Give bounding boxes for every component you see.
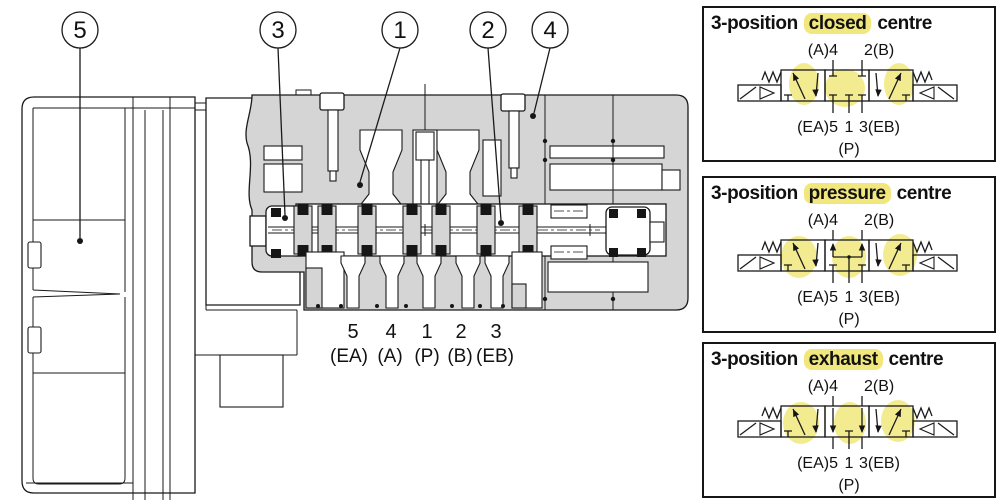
pilot-triangle-icon bbox=[759, 86, 776, 100]
callout-balloon-5: 5 bbox=[61, 11, 99, 49]
highlighted-word: pressure bbox=[803, 183, 891, 204]
pilot-triangle-icon bbox=[759, 422, 776, 436]
valve-cross-section-diagram: 5 4 1 2 3 (EA) (A) (P) (B) (EB) 5 bbox=[21, 11, 689, 500]
spool-assembly bbox=[249, 203, 667, 260]
port-name-label: (B) bbox=[447, 346, 472, 367]
port-name-label: (A) bbox=[377, 346, 402, 367]
symbol-port-label: (P) bbox=[838, 311, 859, 328]
pilot-box-left bbox=[737, 84, 782, 102]
callout-balloon-2: 2 bbox=[469, 11, 507, 49]
spring-icon bbox=[912, 240, 933, 254]
callouts: 5 3 1 2 4 bbox=[61, 11, 569, 244]
pilot-box-left bbox=[737, 254, 782, 272]
svg-text:4: 4 bbox=[543, 17, 556, 44]
valve-symbol-closed-centre: (A)4 2(B) (EA)5 1 3(EB) (P) bbox=[737, 42, 958, 158]
port-name-label: (P) bbox=[414, 346, 439, 367]
symbol-port-label: 1 bbox=[845, 455, 854, 472]
symbol-port-label: (P) bbox=[838, 477, 859, 494]
end-housing-outline bbox=[21, 96, 196, 494]
symbol-port-label: 2(B) bbox=[864, 42, 894, 59]
port-number-label: 3 bbox=[490, 321, 501, 343]
spring-icon bbox=[761, 240, 782, 254]
valve-symbol-pressure-centre: (A)4 2(B) (EA)5 1 3(EB) (P) bbox=[737, 212, 958, 328]
bracket-tab bbox=[219, 354, 284, 408]
symbol-port-label: 1 bbox=[845, 119, 854, 136]
symbol-port-label: (EA)5 bbox=[797, 455, 838, 472]
pilot-box-left bbox=[737, 420, 782, 438]
symbol-port-label: 3(EB) bbox=[859, 455, 900, 472]
air-gallery-slot bbox=[549, 145, 665, 159]
port-name-label: (EB) bbox=[476, 346, 514, 367]
symbol-port-label: 1 bbox=[845, 289, 854, 306]
pilot-box-right bbox=[912, 84, 958, 102]
mounting-screw bbox=[319, 92, 345, 182]
symbol-port-label: 2(B) bbox=[864, 212, 894, 229]
port-number-label: 1 bbox=[421, 321, 432, 343]
panel-exhaust-centre: 3-position exhaust centre bbox=[702, 342, 996, 498]
valve-symbol-exhaust-centre: (A)4 2(B) (EA)5 1 3(EB) (P) bbox=[737, 378, 958, 494]
spring-icon bbox=[761, 406, 782, 420]
symbol-port-label: (A)4 bbox=[808, 212, 838, 229]
svg-text:5: 5 bbox=[73, 17, 86, 44]
callout-balloon-1: 1 bbox=[381, 11, 419, 49]
pilot-triangle-icon bbox=[918, 256, 935, 270]
highlighted-word: exhaust bbox=[803, 349, 883, 370]
housing-clip-tab bbox=[27, 326, 42, 354]
svg-text:3: 3 bbox=[271, 17, 284, 44]
port-number-label: 2 bbox=[455, 321, 466, 343]
port-number-label: 5 bbox=[347, 321, 358, 343]
panel-title: 3-position closed centre bbox=[711, 13, 932, 34]
spool-end-cap-right bbox=[550, 204, 665, 260]
panel-title: 3-position pressure centre bbox=[711, 183, 952, 204]
spool-seals bbox=[271, 204, 534, 258]
spool-retainer bbox=[249, 215, 267, 247]
symbol-port-label: 2(B) bbox=[864, 378, 894, 395]
symbol-port-label: (A)4 bbox=[808, 42, 838, 59]
panel-title: 3-position exhaust centre bbox=[711, 349, 944, 370]
symbol-port-label: (EA)5 bbox=[797, 119, 838, 136]
pilot-triangle-icon bbox=[759, 256, 776, 270]
callout-balloon-4: 4 bbox=[531, 11, 569, 49]
symbol-port-label: 3(EB) bbox=[859, 119, 900, 136]
highlighted-word: closed bbox=[803, 13, 872, 34]
symbol-port-label: (P) bbox=[838, 141, 859, 158]
housing-clip-tab bbox=[27, 241, 42, 269]
mounting-screw bbox=[500, 93, 526, 179]
center-bolt bbox=[415, 131, 435, 161]
port-name-label: (EA) bbox=[330, 346, 368, 367]
pilot-triangle-icon bbox=[918, 86, 935, 100]
exhaust-gallery bbox=[547, 261, 649, 293]
panel-closed-centre: 3-position closed centre (A)4 2(B) (E bbox=[702, 6, 996, 162]
pilot-triangle-icon bbox=[918, 422, 935, 436]
air-gallery-slot bbox=[549, 163, 663, 191]
symbol-port-label: (A)4 bbox=[808, 378, 838, 395]
spring-icon bbox=[912, 70, 933, 84]
pilot-box-right bbox=[912, 254, 958, 272]
svg-text:1: 1 bbox=[393, 17, 406, 44]
port-labels: 5 4 1 2 3 (EA) (A) (P) (B) (EB) bbox=[330, 321, 514, 367]
closed-centre-symbol bbox=[829, 70, 866, 101]
spring-icon bbox=[912, 406, 933, 420]
symbol-port-label: 3(EB) bbox=[859, 289, 900, 306]
spring-icon bbox=[761, 70, 782, 84]
port-channels bbox=[305, 251, 649, 309]
exhaust-centre-symbol bbox=[829, 408, 866, 437]
panel-pressure-centre: 3-position pressure centre bbox=[702, 176, 996, 333]
port-number-label: 4 bbox=[385, 321, 396, 343]
callout-balloon-3: 3 bbox=[259, 11, 297, 49]
pilot-box-right bbox=[912, 420, 958, 438]
svg-text:2: 2 bbox=[481, 17, 494, 44]
symbol-port-label: (EA)5 bbox=[797, 289, 838, 306]
pressure-centre-symbol bbox=[829, 243, 866, 271]
